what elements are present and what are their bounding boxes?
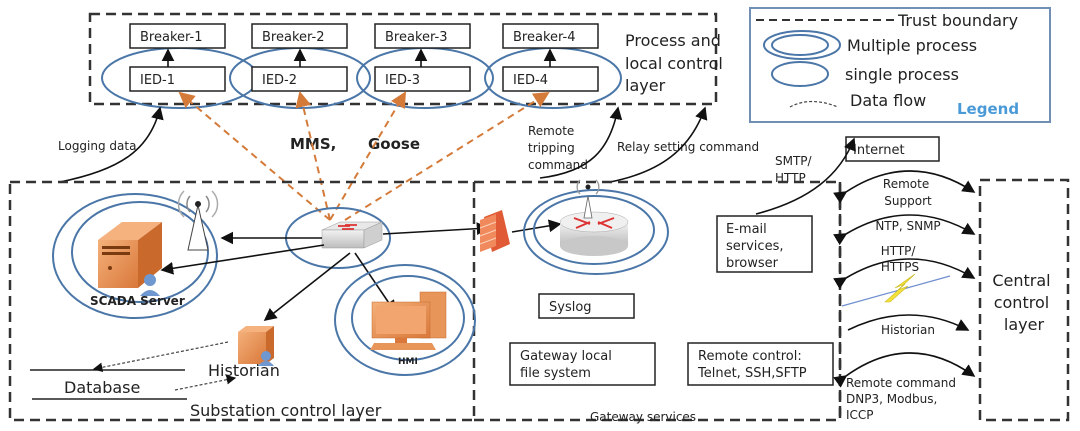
scada-server-icon (98, 222, 162, 296)
smtp-http-label: SMTP/ HTTP (775, 154, 815, 185)
central-layer-boundary (978, 178, 1070, 422)
ied-3-label: IED-3 (385, 73, 420, 88)
substation-layer-boundary (8, 180, 476, 422)
switch-to-scada-link (160, 244, 325, 275)
legend-data-flow-swatch (789, 100, 839, 108)
scada-outer-ellipse (52, 193, 218, 319)
gateway-services-label: Gateway services (590, 410, 696, 424)
logging-data-label: Logging data (58, 139, 136, 153)
remote-support-link (833, 170, 976, 204)
legend: Trust boundary Multiple process single p… (749, 7, 1051, 123)
switch-to-historian-link (263, 252, 351, 321)
http-https-link (833, 258, 976, 290)
legend-title: Legend (957, 100, 1019, 118)
legend-single-process-swatch (771, 61, 829, 87)
remote-tripping-label: Remote tripping command (528, 124, 588, 172)
gateway-local-fs-label: Gateway local file system (520, 349, 616, 381)
email-services-label: E-mail services, browser (726, 222, 788, 271)
scada-server-label: SCADA Server (90, 294, 185, 308)
ied-1: IED-1 (129, 66, 226, 92)
breaker-4: Breaker-4 (502, 23, 599, 49)
email-services-box: E-mail services, browser (716, 215, 813, 273)
mms-label: MMS, (290, 135, 336, 153)
goose-link-ied-3 (329, 91, 407, 221)
firewall-icon (479, 210, 510, 252)
relay-setting-label: Relay setting command (617, 140, 759, 154)
goose-link-ied-1 (178, 91, 331, 221)
process-layer-label: Process and local control layer (625, 31, 728, 95)
remote-control-label: Remote control: Telnet, SSH,SFTP (697, 349, 807, 381)
gateway-local-fs-box: Gateway local file system (509, 342, 656, 386)
remote-control-box: Remote control: Telnet, SSH,SFTP (687, 342, 834, 386)
remote-support-label: Remote Support (883, 177, 933, 208)
wan-historian-label: Historian (881, 323, 935, 337)
database-to-historian-flow (174, 374, 237, 391)
legend-single-process: single process (845, 65, 959, 84)
breaker-3-label: Breaker-3 (385, 30, 447, 45)
ied-2: IED-2 (251, 66, 348, 92)
breaker-1: Breaker-1 (129, 23, 226, 49)
remote-tripping-arrow (539, 106, 623, 179)
breaker-2: Breaker-2 (251, 23, 348, 49)
ntp-snmp-label: NTP, SNMP (875, 219, 940, 233)
database-label: Database (64, 378, 140, 397)
substation-layer-label: Substation control layer (190, 401, 382, 420)
email-to-internet-arrow (755, 137, 856, 215)
hmi-inner-ellipse (351, 275, 465, 361)
router-icon (559, 179, 629, 256)
legend-multiple-process: Multiple process (847, 36, 977, 55)
goose-link-ied-4 (344, 91, 550, 221)
legend-trust-boundary: Trust boundary (897, 11, 1018, 30)
antenna-icon (177, 190, 219, 251)
breaker-1-label: Breaker-1 (140, 30, 202, 45)
router-outer-ellipse (523, 189, 669, 275)
hmi-computer-icon (370, 291, 447, 350)
firewall-to-router-link (511, 219, 562, 233)
internet-box: Internet (845, 136, 940, 162)
ied-4-label: IED-4 (513, 73, 548, 88)
syslog-box: Syslog (538, 293, 635, 319)
legend-multiple-process-outer (763, 30, 841, 60)
remote-command-label: Remote command DNP3, Modbus, ICCP (846, 376, 960, 422)
legend-data-flow: Data flow (850, 91, 926, 110)
router-inner-ellipse (533, 195, 655, 265)
goose-label: Goose (368, 135, 420, 153)
ied-3: IED-3 (374, 66, 471, 92)
switch-to-firewall-link (382, 222, 490, 236)
hmi-label: HMI (398, 357, 418, 367)
logging-data-arrow (59, 106, 164, 183)
legend-multiple-process-inner (771, 34, 829, 56)
hmi-outer-ellipse (334, 264, 476, 376)
historian-to-database-flow (92, 341, 229, 373)
relay-setting-arrow (609, 106, 708, 183)
wan-historian-link (847, 314, 970, 331)
historian-label: Historian (208, 361, 280, 380)
central-layer-label: Central control layer (992, 271, 1055, 334)
ied-4: IED-4 (502, 66, 599, 92)
historian-server-icon (238, 326, 274, 366)
breaker-3: Breaker-3 (374, 23, 471, 49)
internet-label: Internet (853, 143, 905, 158)
lightning-icon (841, 273, 951, 307)
scada-inner-ellipse (71, 201, 209, 303)
network-switch-icon (321, 221, 383, 249)
remote-command-link (833, 352, 976, 388)
syslog-label: Syslog (549, 300, 592, 315)
ied-1-label: IED-1 (140, 73, 175, 88)
ied-2-label: IED-2 (262, 73, 297, 88)
goose-link-ied-2 (295, 91, 331, 221)
breaker-2-label: Breaker-2 (262, 30, 324, 45)
ntp-snmp-link (833, 214, 976, 246)
breaker-4-label: Breaker-4 (513, 30, 575, 45)
